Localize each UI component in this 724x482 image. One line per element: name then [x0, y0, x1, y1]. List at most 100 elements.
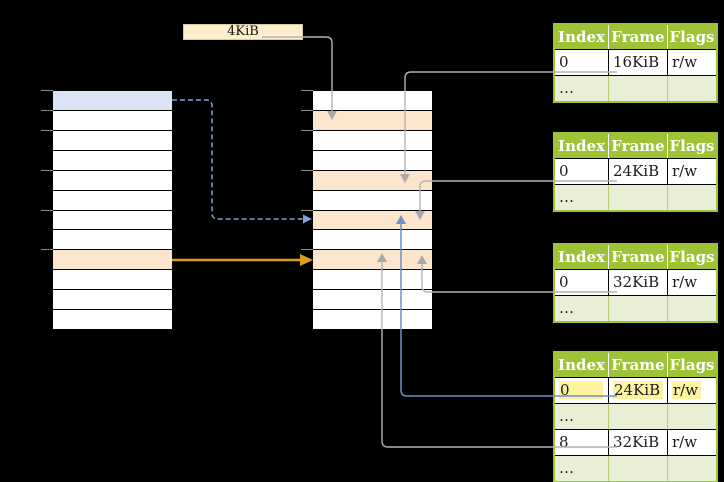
- virtual-memory-row-blue: [53, 91, 172, 110]
- table-cell: 0: [559, 162, 569, 180]
- table-cell: 16KiB: [608, 50, 667, 75]
- table-cell: 0: [559, 273, 569, 291]
- physical-memory-column: [313, 91, 432, 330]
- virtual-memory-row-white: [53, 130, 172, 150]
- table-cell: [667, 456, 716, 481]
- table-cell: [608, 404, 667, 429]
- column-header: Frame: [608, 353, 667, 377]
- column-header: Flags: [667, 134, 716, 158]
- table-row: …: [555, 455, 716, 481]
- column-header: Index: [558, 28, 605, 46]
- virtual-memory-column: [53, 91, 172, 330]
- virtual-memory-row-white: [53, 290, 172, 310]
- table-cell: [608, 296, 667, 321]
- table-cell: 0: [555, 378, 608, 403]
- table-cell: [667, 404, 716, 429]
- table-cell: [667, 185, 716, 210]
- table-cell: 32KiB: [608, 430, 667, 455]
- physical-memory-row-white: [313, 130, 432, 150]
- column-header: Frame: [608, 25, 667, 49]
- address-tick: [301, 249, 313, 251]
- column-header: Frame: [608, 134, 667, 158]
- table-cell: 8: [559, 433, 569, 451]
- table-cell: r/w: [667, 378, 716, 403]
- connector-line-dashed: [172, 99, 303, 220]
- column-header: Index: [558, 137, 605, 155]
- physical-memory-row-white: [313, 190, 432, 210]
- virtual-memory-row-white: [53, 150, 172, 170]
- virtual-memory-row-white: [53, 210, 172, 230]
- table-cell: r/w: [667, 50, 716, 75]
- physical-memory-row-white: [313, 230, 432, 250]
- table-row: …: [555, 75, 716, 101]
- table-cell: [667, 296, 716, 321]
- column-header: Index: [558, 356, 605, 374]
- address-tick: [41, 109, 53, 111]
- virtual-memory-row-white: [53, 170, 172, 190]
- table-cell: …: [559, 79, 574, 97]
- address-tick: [41, 249, 53, 251]
- physical-memory-row-white: [313, 310, 432, 330]
- highlighted-value: r/w: [672, 381, 702, 399]
- table-cell: …: [559, 299, 574, 317]
- table-cell: [608, 456, 667, 481]
- connector-virtual-orange-page: [172, 254, 313, 266]
- table-cell: 24KiB: [608, 159, 667, 184]
- address-tick: [41, 209, 53, 211]
- address-tick: [301, 169, 313, 171]
- address-tick: [301, 90, 313, 91]
- table-cell: r/w: [667, 430, 716, 455]
- column-header: Flags: [667, 353, 716, 377]
- address-tick: [41, 90, 53, 91]
- table-cell: r/w: [667, 270, 716, 295]
- connector-virtual-blue-page: [172, 99, 312, 224]
- highlighted-value: 24KiB: [613, 381, 664, 399]
- table-cell: …: [559, 407, 574, 425]
- table-row: …: [555, 295, 716, 321]
- physical-memory-row-orange: [313, 250, 432, 270]
- virtual-memory-row-white: [53, 110, 172, 130]
- table-cell: …: [559, 188, 574, 206]
- physical-memory-row-white: [313, 150, 432, 170]
- physical-memory-row-orange: [313, 110, 432, 130]
- table-row: …: [555, 403, 716, 429]
- virtual-memory-row-white: [53, 190, 172, 210]
- virtual-memory-row-orange: [53, 250, 172, 270]
- table-row: …: [555, 184, 716, 210]
- arrow-right-icon: [300, 254, 313, 266]
- physical-memory-row-white: [313, 270, 432, 290]
- table-cell: [608, 76, 667, 101]
- table-row: 0 24KiB r/w: [555, 377, 716, 403]
- address-tick: [301, 109, 313, 111]
- virtual-memory-row-white: [53, 270, 172, 290]
- address-tick: [301, 129, 313, 131]
- column-header: Frame: [608, 245, 667, 269]
- table-cell: 0: [559, 53, 569, 71]
- arrow-right-icon: [303, 214, 312, 224]
- virtual-memory-row-white: [53, 310, 172, 330]
- address-tick: [41, 129, 53, 131]
- table-cell: 32KiB: [608, 270, 667, 295]
- table-cell: [667, 76, 716, 101]
- page-size-label: 4KiB: [183, 24, 303, 40]
- physical-memory-row-orange: [313, 170, 432, 190]
- physical-memory-row-white: [313, 91, 432, 110]
- virtual-memory-row-white: [53, 230, 172, 250]
- table-cell: 24KiB: [608, 378, 667, 403]
- table-cell: r/w: [667, 159, 716, 184]
- table-cell: …: [559, 459, 574, 477]
- column-header: Index: [558, 248, 605, 266]
- address-tick: [301, 209, 313, 211]
